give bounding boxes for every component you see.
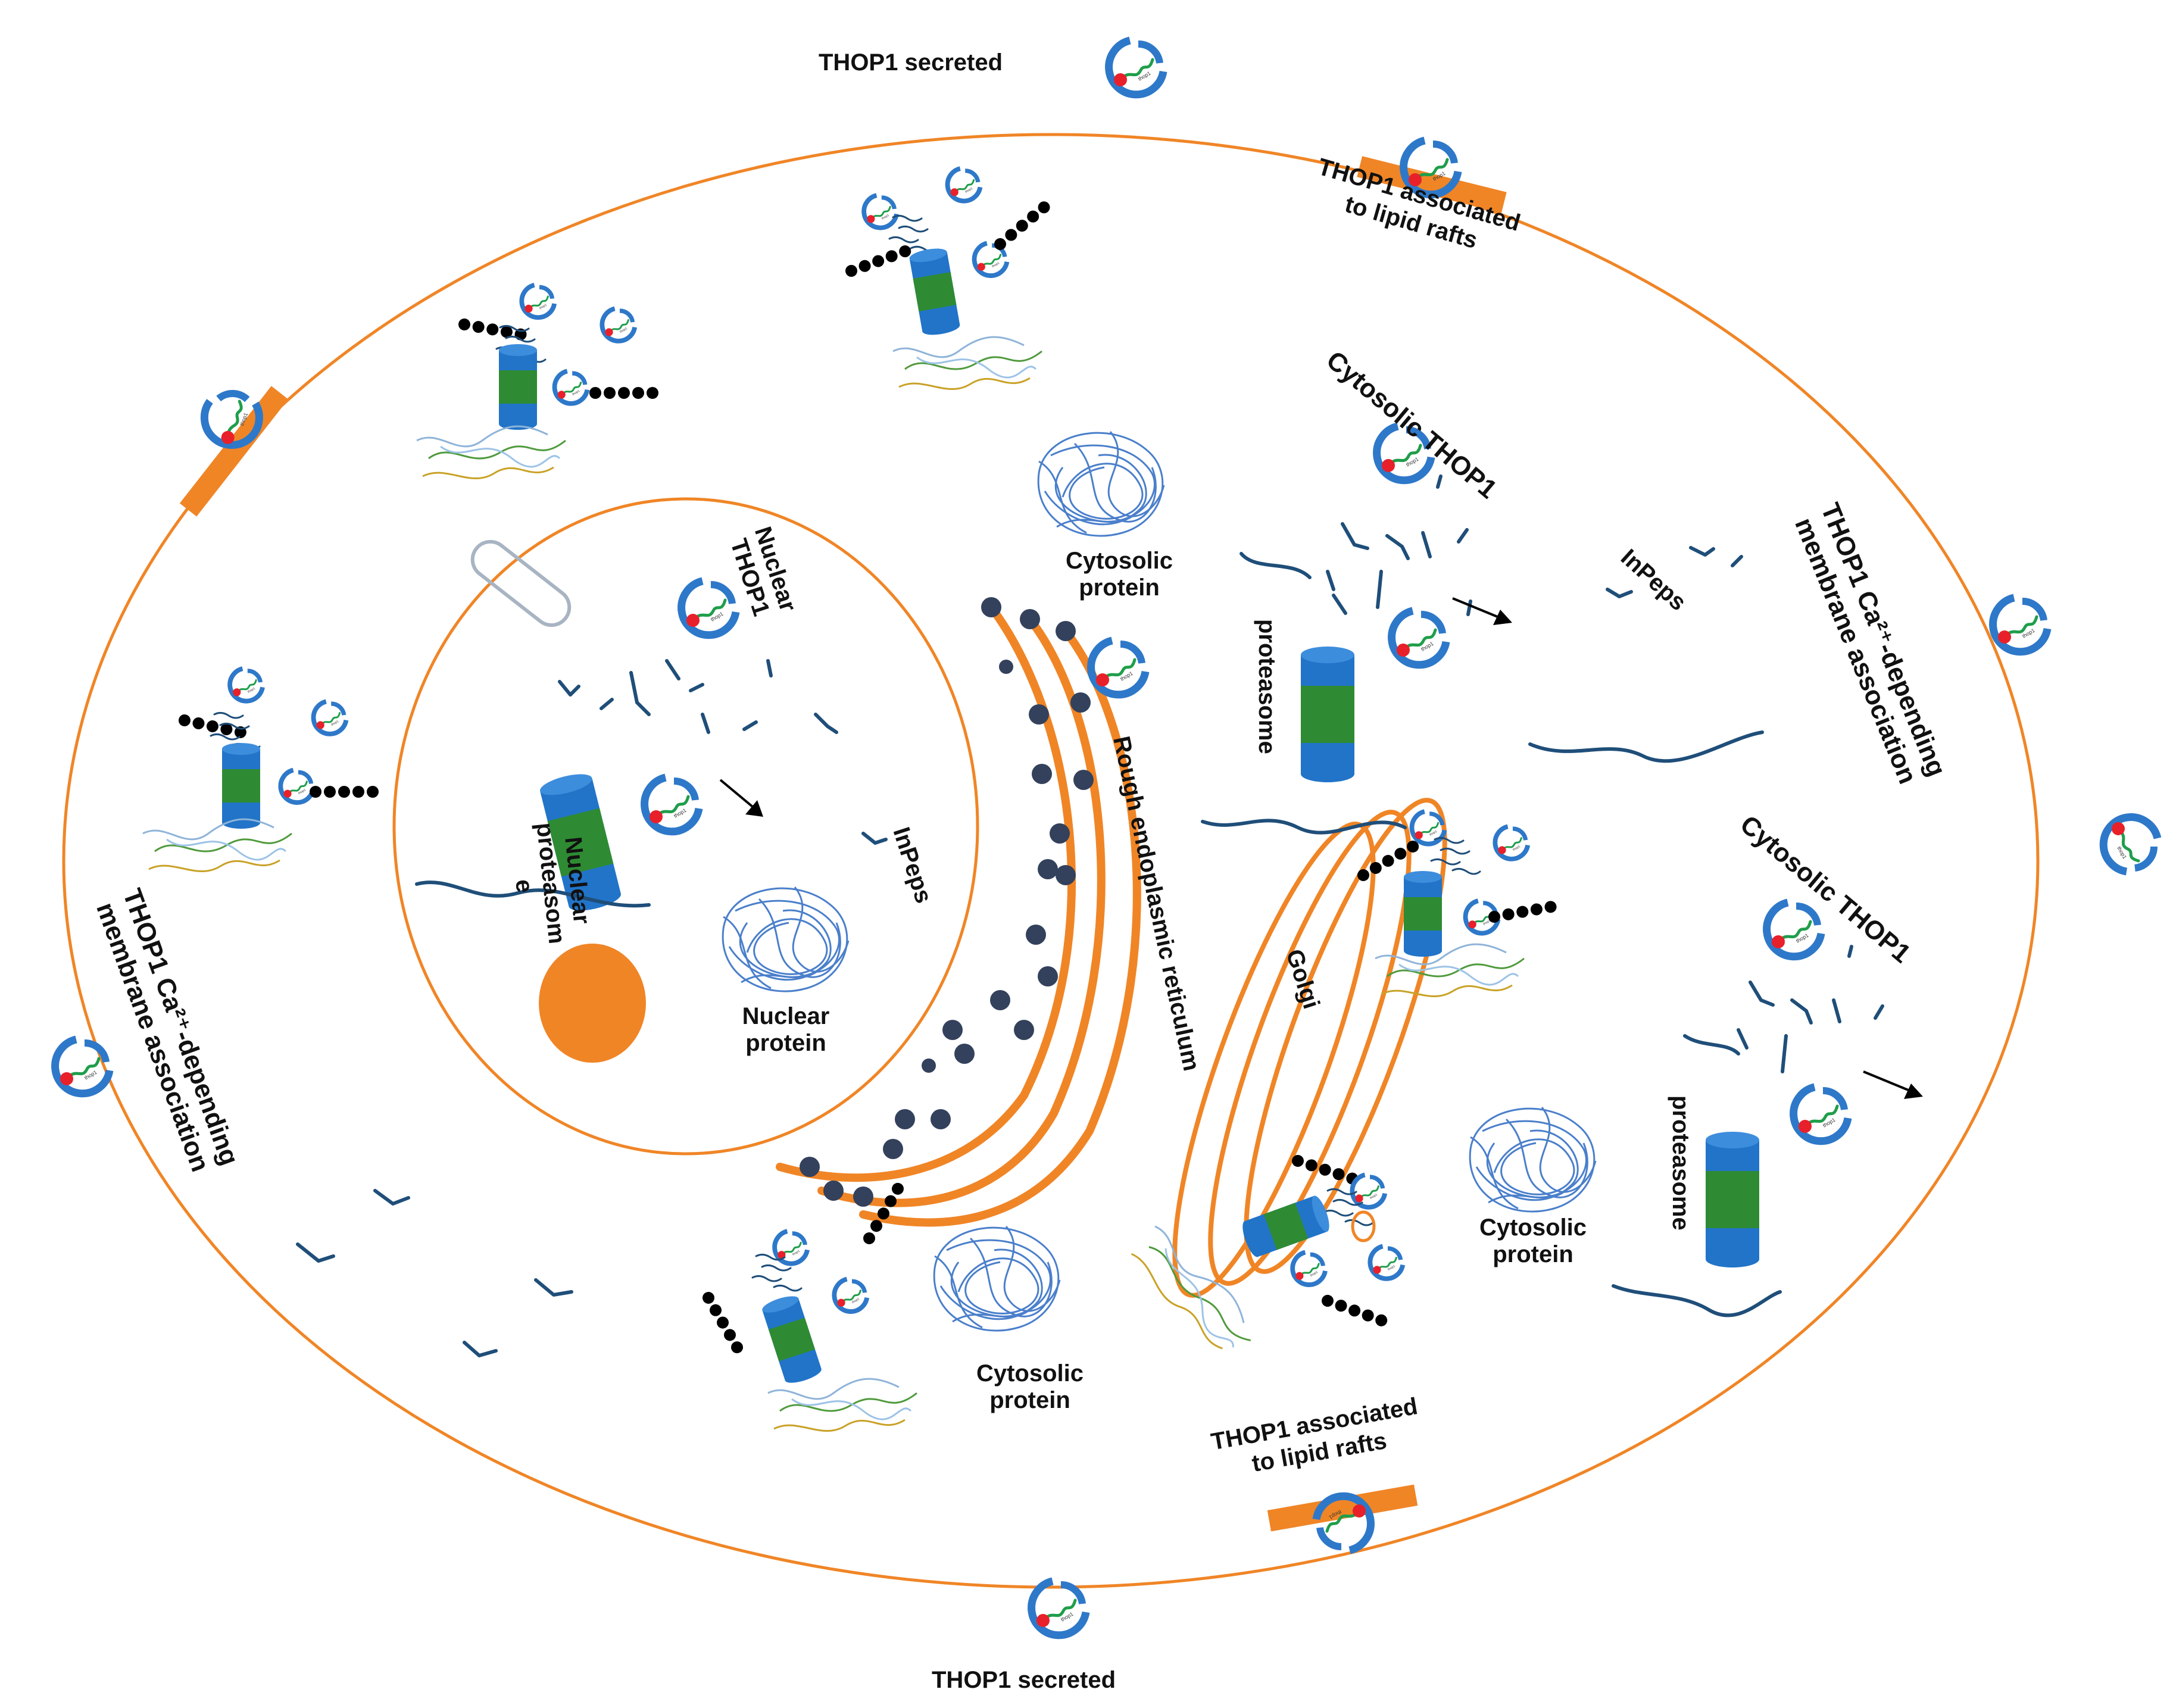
- cytosolic-proteasome-top-icon: [1301, 647, 1354, 782]
- nuclear-protein-tangle: [722, 886, 850, 992]
- svg-text:Cytosolic: Cytosolic: [1479, 1214, 1587, 1241]
- ub-cluster-top-center: [844, 168, 1053, 391]
- thop1-secreted-top-label: THOP1 secreted: [819, 49, 1003, 76]
- cytosolic-arrow-top: [1452, 597, 1512, 625]
- cytosolic-thop1-right-label: Cytosolic THOP1: [1735, 810, 1916, 969]
- cytosol-free-peptides: [296, 1189, 573, 1357]
- cytosolic-protein-tangle-top: [1037, 430, 1165, 537]
- ca-depending-right-label: THOP1 Ca²⁺-depending membrane associatio…: [1789, 499, 1952, 788]
- svg-text:Cytosolic: Cytosolic: [1066, 548, 1173, 574]
- lipid-raft-top: [1357, 140, 1507, 213]
- svg-text:protein: protein: [1493, 1241, 1573, 1267]
- cytosolic-proteasome-right-icon: [1706, 1132, 1759, 1267]
- cytosolic-protein-tangle-right: [1469, 1106, 1597, 1213]
- nuclear-arrow: [719, 779, 763, 817]
- nucleolus: [539, 944, 646, 1063]
- cytosolic-protein-tangle-bottom: [933, 1225, 1061, 1332]
- svg-text:protein: protein: [745, 1030, 826, 1056]
- thop1-secreted-top-icon: [1109, 40, 1163, 95]
- svg-text:protein: protein: [1079, 574, 1160, 601]
- cytosolic-peptides-inpeps: [1528, 546, 1764, 763]
- nuclear-thop1-icon-2: [645, 778, 699, 832]
- svg-text:Cytosolic: Cytosolic: [976, 1360, 1084, 1387]
- inpeps-cytosol-label: InPeps: [1616, 544, 1691, 616]
- lipid-raft-bottom: [1267, 1484, 1418, 1550]
- cytosolic-thop1-top-icon-2: [1392, 611, 1446, 665]
- cytosolic-protein-top-label: Cytosolic protein: [1066, 548, 1173, 601]
- proteasome-right-label: proteasome: [1668, 1095, 1694, 1231]
- svg-text:protein: protein: [989, 1387, 1070, 1413]
- ub-cluster-bottom: [700, 1181, 918, 1432]
- nuclear-proteasome-label: Nuclear proteasom e: [510, 822, 595, 945]
- ub-cluster-top-left: [416, 285, 658, 480]
- cytosolic-peptides-right: [1612, 945, 1884, 1317]
- cytosolic-thop1-right-icon-2: [1794, 1087, 1848, 1141]
- cytosolic-thop1-right-icon-1: [1767, 903, 1821, 957]
- cytosolic-protein-bottom-label: Cytosolic protein: [976, 1360, 1084, 1413]
- lipid-rafts-bottom-label: THOP1 associated to lipid rafts: [1209, 1393, 1420, 1477]
- svg-text:Nuclear: Nuclear: [742, 1003, 830, 1029]
- er-thop1-icon: [1091, 641, 1145, 695]
- lipid-raft-left: [179, 380, 289, 517]
- thop1-secreted-bottom-label: THOP1 secreted: [932, 1667, 1116, 1693]
- ub-cluster-left: [142, 669, 379, 873]
- cytosolic-protein-right-label: Cytosolic protein: [1479, 1214, 1587, 1267]
- nuclear-pore: [470, 539, 572, 627]
- nuclear-protein-label: Nuclear protein: [742, 1003, 830, 1056]
- ub-cluster-golgi-bottom: [1125, 1153, 1403, 1366]
- cytosolic-peptides-top: [1201, 474, 1472, 835]
- nuclear-thop1-icon-1: [682, 581, 736, 635]
- ub-cluster-golgi-top: [1355, 811, 1558, 998]
- thop1-outside-right-icon: [2103, 817, 2158, 872]
- cytosolic-arrow-right: [1863, 1070, 1923, 1099]
- inpeps-nuclear-label: InPeps: [888, 824, 936, 906]
- thop1-membrane-right-icon: [1993, 598, 2047, 652]
- svg-text:e: e: [510, 878, 538, 894]
- thop1-membrane-left-icon: [55, 1039, 110, 1094]
- proteasome-top-label: proteasome: [1254, 619, 1280, 754]
- thop1-secreted-bottom-icon: [1032, 1581, 1086, 1635]
- plasma-membrane: [62, 133, 2040, 1589]
- nuclear-thop1-label: Nuclear THOP1: [725, 523, 801, 619]
- nuclear-peptides: [415, 659, 888, 908]
- ca-depending-left-label: THOP1 Ca²⁺-depending membrane associatio…: [90, 885, 244, 1175]
- nuclear-envelope: [392, 497, 979, 1156]
- ribosomes: [800, 597, 1094, 1207]
